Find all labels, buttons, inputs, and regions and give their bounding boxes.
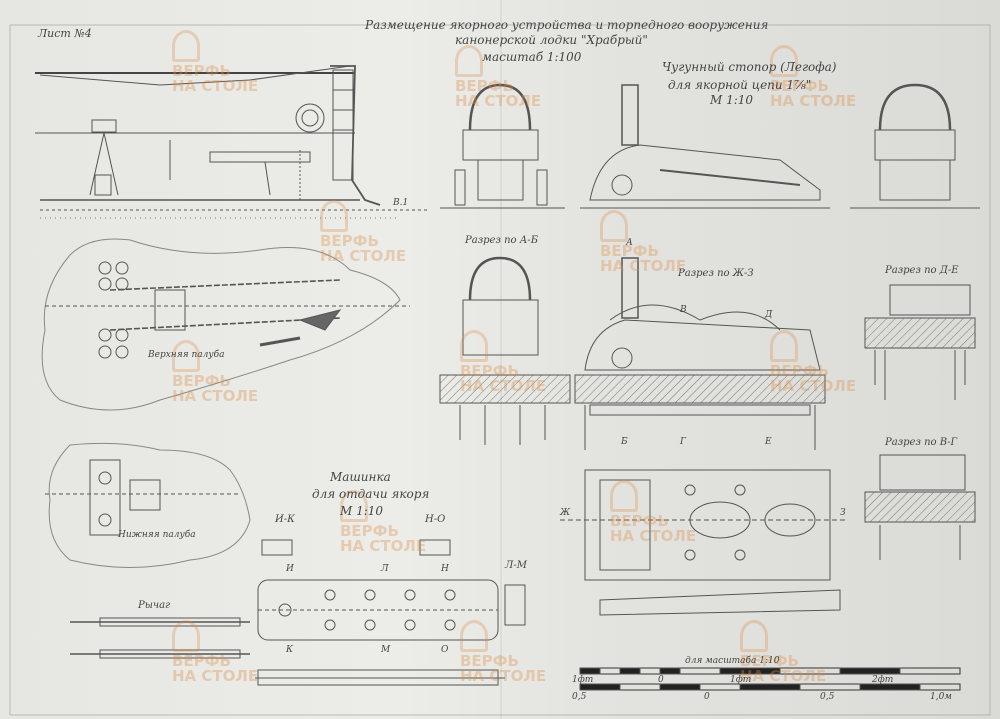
sheet-scale: масштаб 1:100 — [482, 50, 582, 64]
marker-e: Е — [765, 437, 772, 447]
scale-top-label: 2фт — [872, 675, 894, 685]
scale-bottom-label: 0,5 — [820, 692, 835, 702]
upper-deck-label: Верхняя палуба — [148, 350, 225, 360]
marker-o: О — [441, 645, 449, 655]
marker-v: В — [680, 305, 687, 315]
marker-v1: В.1 — [393, 198, 409, 208]
marker-m: М — [381, 645, 391, 655]
stopper-end-view — [850, 83, 980, 209]
marker-b: Б — [621, 437, 628, 447]
scale-bottom-label: 0 — [704, 692, 710, 702]
machine-scale: М 1:10 — [340, 504, 384, 518]
stopper-subtitle: для якорной цепи 1⅞" — [668, 78, 812, 92]
section-de — [864, 284, 976, 400]
paper-fold — [500, 0, 502, 719]
section-ab — [439, 256, 571, 445]
section-zhz-label: Разрез по Ж-З — [678, 268, 754, 279]
stopper-plan-view — [560, 469, 845, 616]
lever-drawing — [70, 617, 250, 659]
scale-top-label: 0 — [658, 675, 664, 685]
marker-g: Г — [680, 437, 686, 447]
lever-label: Рычаг — [138, 600, 171, 611]
sheet-title: Размещение якорного устройства и торпедн… — [365, 18, 769, 32]
view-ik-label: И-К — [275, 514, 295, 525]
sheet-subtitle: канонерской лодки "Храбрый" — [455, 33, 648, 47]
marker-l: Л — [381, 564, 389, 574]
marker-k: К — [286, 645, 293, 655]
scale-top-label: 1фт — [730, 675, 752, 685]
side-elevation — [35, 65, 430, 219]
section-vg-label: Разрез по В-Г — [885, 437, 958, 448]
marker-a: А — [626, 238, 633, 248]
section-vg — [864, 454, 976, 560]
scale-bottom-label: 1,0м — [930, 692, 952, 702]
scale-bar-caption: для масштаба 1:10 — [685, 656, 780, 666]
view-lm-label: Л-М — [505, 560, 527, 571]
stopper-front-view — [440, 83, 565, 209]
marker-i: И — [286, 564, 294, 574]
lower-deck-plan — [45, 442, 251, 568]
section-de-label: Разрез по Д-Е — [885, 265, 959, 276]
stopper-title: Чугунный стопор (Легофа) — [662, 60, 837, 74]
upper-deck-plan — [41, 238, 410, 411]
section-zhz — [574, 257, 826, 450]
marker-d: Д — [765, 310, 773, 320]
sheet-frame — [9, 24, 991, 716]
scale-top-label: 1фт — [572, 675, 594, 685]
marker-n: Н — [441, 564, 449, 574]
scale-bottom-label: 0,5 — [572, 692, 587, 702]
release-machine — [255, 539, 526, 686]
machine-subtitle: для отдачи якоря — [312, 487, 430, 501]
stopper-side-view — [580, 84, 830, 209]
marker-z: З — [840, 508, 846, 518]
sheet-number: Лист №4 — [38, 27, 92, 40]
marker-zh: Ж — [560, 508, 571, 518]
stopper-scale: М 1:10 — [710, 93, 754, 107]
scale-bar — [579, 667, 961, 691]
machine-title: Машинка — [330, 470, 391, 484]
section-ab-label: Разрез по А-Б — [465, 235, 539, 246]
view-nv-label: Н-О — [425, 514, 446, 525]
lower-deck-label: Нижняя палуба — [118, 530, 196, 540]
